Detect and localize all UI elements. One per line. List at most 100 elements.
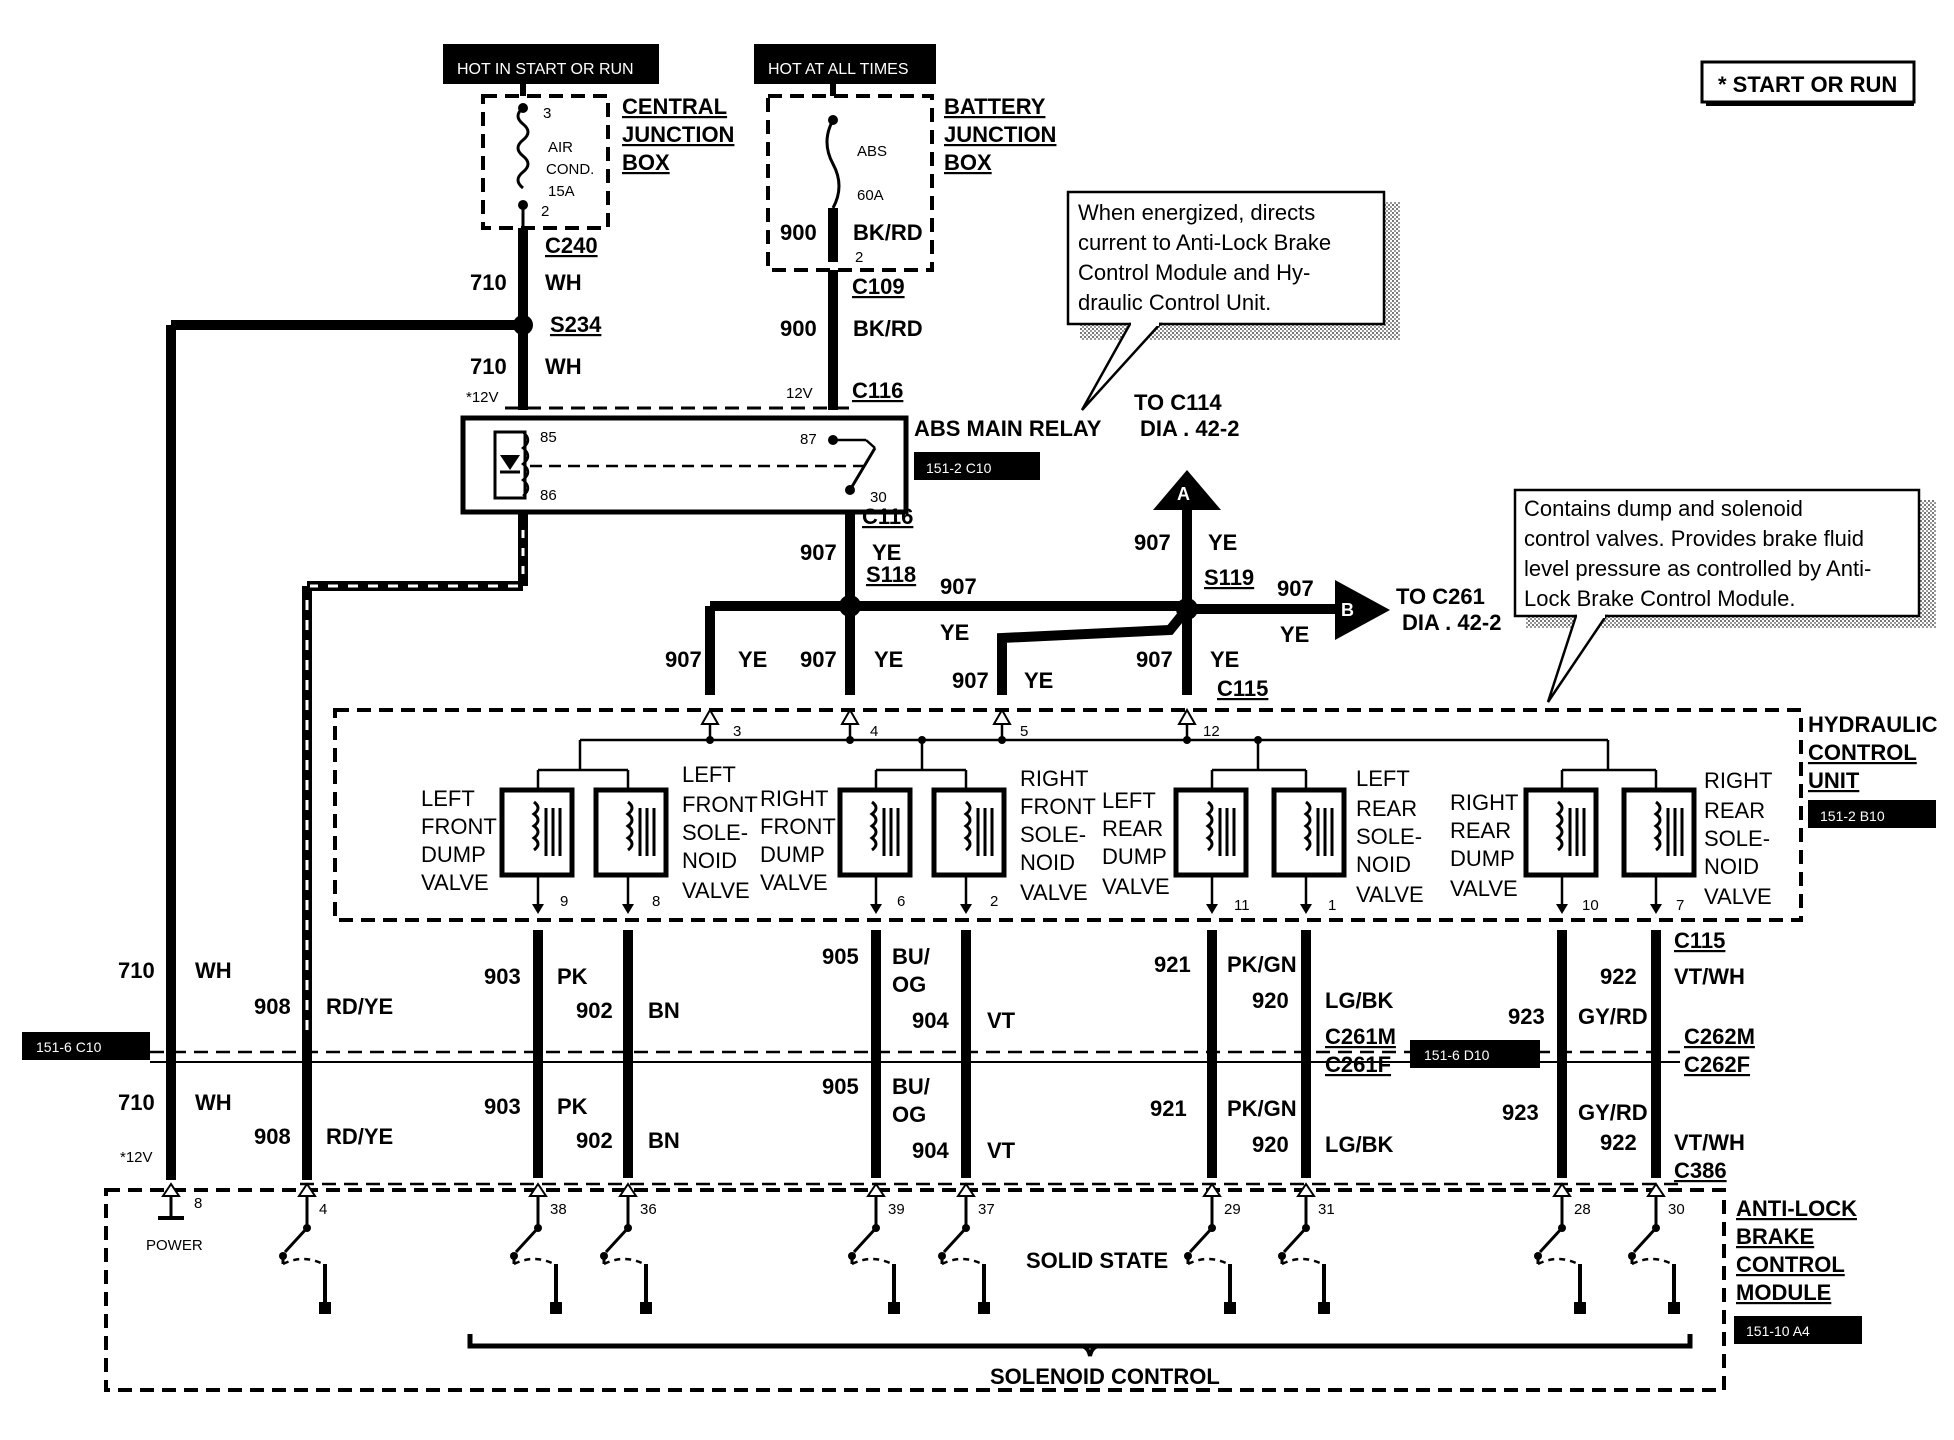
svg-text:RD/YE: RD/YE (326, 994, 393, 1019)
svg-text:SOLENOID CONTROL: SOLENOID CONTROL (990, 1364, 1220, 1389)
svg-text:RIGHT: RIGHT (1450, 790, 1518, 815)
svg-text:SOLE-: SOLE- (1356, 824, 1422, 849)
svg-text:C116: C116 (862, 504, 913, 529)
svg-text:*12V: *12V (466, 389, 499, 406)
svg-text:REAR: REAR (1450, 818, 1511, 843)
svg-text:JUNCTION: JUNCTION (944, 122, 1056, 147)
svg-text:current to Anti-Lock Brake: current to Anti-Lock Brake (1078, 230, 1331, 255)
svg-text:VALVE: VALVE (1102, 874, 1170, 899)
svg-text:A: A (1177, 484, 1190, 504)
svg-text:C240: C240 (545, 233, 598, 258)
svg-text:8: 8 (194, 1195, 202, 1212)
svg-text:60A: 60A (857, 187, 884, 204)
svg-text:3: 3 (733, 723, 741, 740)
svg-text:ABS: ABS (857, 143, 887, 160)
svg-text:CONTROL: CONTROL (1736, 1252, 1845, 1277)
right-rear-dump-valve-coil (1526, 790, 1596, 875)
svg-text:RIGHT: RIGHT (760, 786, 828, 811)
central-junction-box: 3 AIR COND. 15A 2 CENTRAL JUNCTION BOX (481, 84, 734, 230)
svg-text:YE: YE (1024, 668, 1053, 693)
svg-text:Lock Brake Control Module.: Lock Brake Control Module. (1524, 586, 1795, 611)
svg-text:Contains dump and solenoid: Contains dump and solenoid (1524, 496, 1803, 521)
svg-text:710: 710 (470, 354, 507, 379)
svg-text:DIA . 42-2: DIA . 42-2 (1402, 610, 1501, 635)
svg-text:TO C261: TO C261 (1396, 584, 1485, 609)
module-pin-number: 29 (1224, 1201, 1241, 1218)
svg-text:BATTERY: BATTERY (944, 94, 1046, 119)
svg-text:WH: WH (545, 270, 582, 295)
svg-text:902: 902 (576, 998, 613, 1023)
svg-text:12V: 12V (786, 385, 813, 402)
svg-text:DUMP: DUMP (421, 842, 486, 867)
right-front-solenoid-valve-coil (934, 790, 1004, 875)
module-input-switch (600, 1182, 652, 1314)
svg-text:2: 2 (990, 893, 998, 910)
hcu-top-pins: 3 4 5 12 (700, 707, 1220, 740)
splice-s234: S234 (550, 312, 602, 337)
svg-text:C261F: C261F (1325, 1052, 1391, 1077)
svg-text:NOID: NOID (1020, 850, 1075, 875)
svg-text:VALVE: VALVE (1356, 882, 1424, 907)
hot-all-times-tag: HOT AT ALL TIMES (754, 44, 936, 84)
svg-text:WH: WH (195, 1090, 232, 1115)
svg-text:5: 5 (1020, 723, 1028, 740)
svg-text:SOLID STATE: SOLID STATE (1026, 1248, 1168, 1273)
svg-text:BRAKE: BRAKE (1736, 1224, 1814, 1249)
svg-text:OG: OG (892, 1102, 926, 1127)
svg-text:904: 904 (912, 1138, 949, 1163)
left-rear-solenoid-valve-coil (1274, 790, 1344, 875)
wire-labels-upper: 710 WH 908 RD/YE 903 PK 902 BN 905 BU/ O… (22, 928, 1755, 1077)
svg-text:1: 1 (1328, 897, 1336, 914)
svg-text:YE: YE (738, 647, 767, 672)
anti-lock-brake-control-module: ANTI-LOCK BRAKE CONTROL MODULE 151-10 A4… (104, 1182, 1862, 1392)
right-rear-solenoid-valve-coil (1624, 790, 1694, 875)
svg-text:11: 11 (1234, 897, 1250, 914)
svg-text:BU/: BU/ (892, 944, 930, 969)
svg-text:PK/GN: PK/GN (1227, 1096, 1297, 1121)
splice-s118: S118 (866, 562, 916, 587)
svg-text:BU/: BU/ (892, 1074, 930, 1099)
svg-text:SOLE-: SOLE- (682, 820, 748, 845)
wire-900-circuit: C109 900 BK/RD 12V C116 (505, 270, 923, 410)
splice-s119: S119 (1204, 565, 1254, 590)
svg-text:C262M: C262M (1684, 1024, 1755, 1049)
svg-text:AIR: AIR (548, 139, 573, 156)
svg-text:REAR: REAR (1102, 816, 1163, 841)
svg-text:907: 907 (1136, 647, 1173, 672)
abs-main-relay: 85 86 87 30 ABS MAIN RELAY 151-2 C10 (460, 415, 1102, 515)
svg-text:15A: 15A (548, 183, 575, 200)
svg-text:920: 920 (1252, 1132, 1289, 1157)
svg-text:YE: YE (872, 540, 901, 565)
hcu-callout: Contains dump and solenoid control valve… (1513, 488, 1936, 703)
wire-907-circuit: C116 907 YE S118 907 YE A TO C114 DIA . … (665, 390, 1501, 701)
svg-text:RIGHT: RIGHT (1704, 768, 1772, 793)
svg-text:OG: OG (892, 972, 926, 997)
svg-text:10: 10 (1582, 897, 1599, 914)
svg-text:BN: BN (648, 1128, 680, 1153)
svg-text:B: B (1341, 600, 1354, 620)
svg-text:POWER: POWER (146, 1237, 203, 1254)
solenoid-output-wires (150, 930, 1680, 1186)
svg-text:SOLE-: SOLE- (1020, 822, 1086, 847)
svg-text:C115: C115 (1674, 928, 1725, 953)
module-input-switch (848, 1182, 900, 1314)
svg-text:NOID: NOID (682, 848, 737, 873)
svg-text:30: 30 (870, 489, 887, 506)
svg-text:151-2 C10: 151-2 C10 (926, 460, 992, 476)
svg-text:C115: C115 (1217, 676, 1268, 701)
svg-text:904: 904 (912, 1008, 949, 1033)
svg-text:LEFT: LEFT (421, 786, 475, 811)
left-front-solenoid-valve-coil (596, 790, 666, 875)
svg-text:HYDRAULIC: HYDRAULIC (1808, 712, 1938, 737)
svg-text:C109: C109 (852, 274, 905, 299)
svg-text:GY/RD: GY/RD (1578, 1100, 1648, 1125)
module-pin-number: 39 (888, 1201, 905, 1218)
svg-text:C262F: C262F (1684, 1052, 1750, 1077)
module-pin-number: 36 (640, 1201, 657, 1218)
svg-text:907: 907 (800, 647, 837, 672)
svg-text:922: 922 (1600, 1130, 1637, 1155)
svg-text:RD/YE: RD/YE (326, 1124, 393, 1149)
module-input-switch (279, 1182, 331, 1314)
svg-text:907: 907 (800, 540, 837, 565)
hot-start-run-tag: HOT IN START OR RUN (443, 44, 659, 84)
